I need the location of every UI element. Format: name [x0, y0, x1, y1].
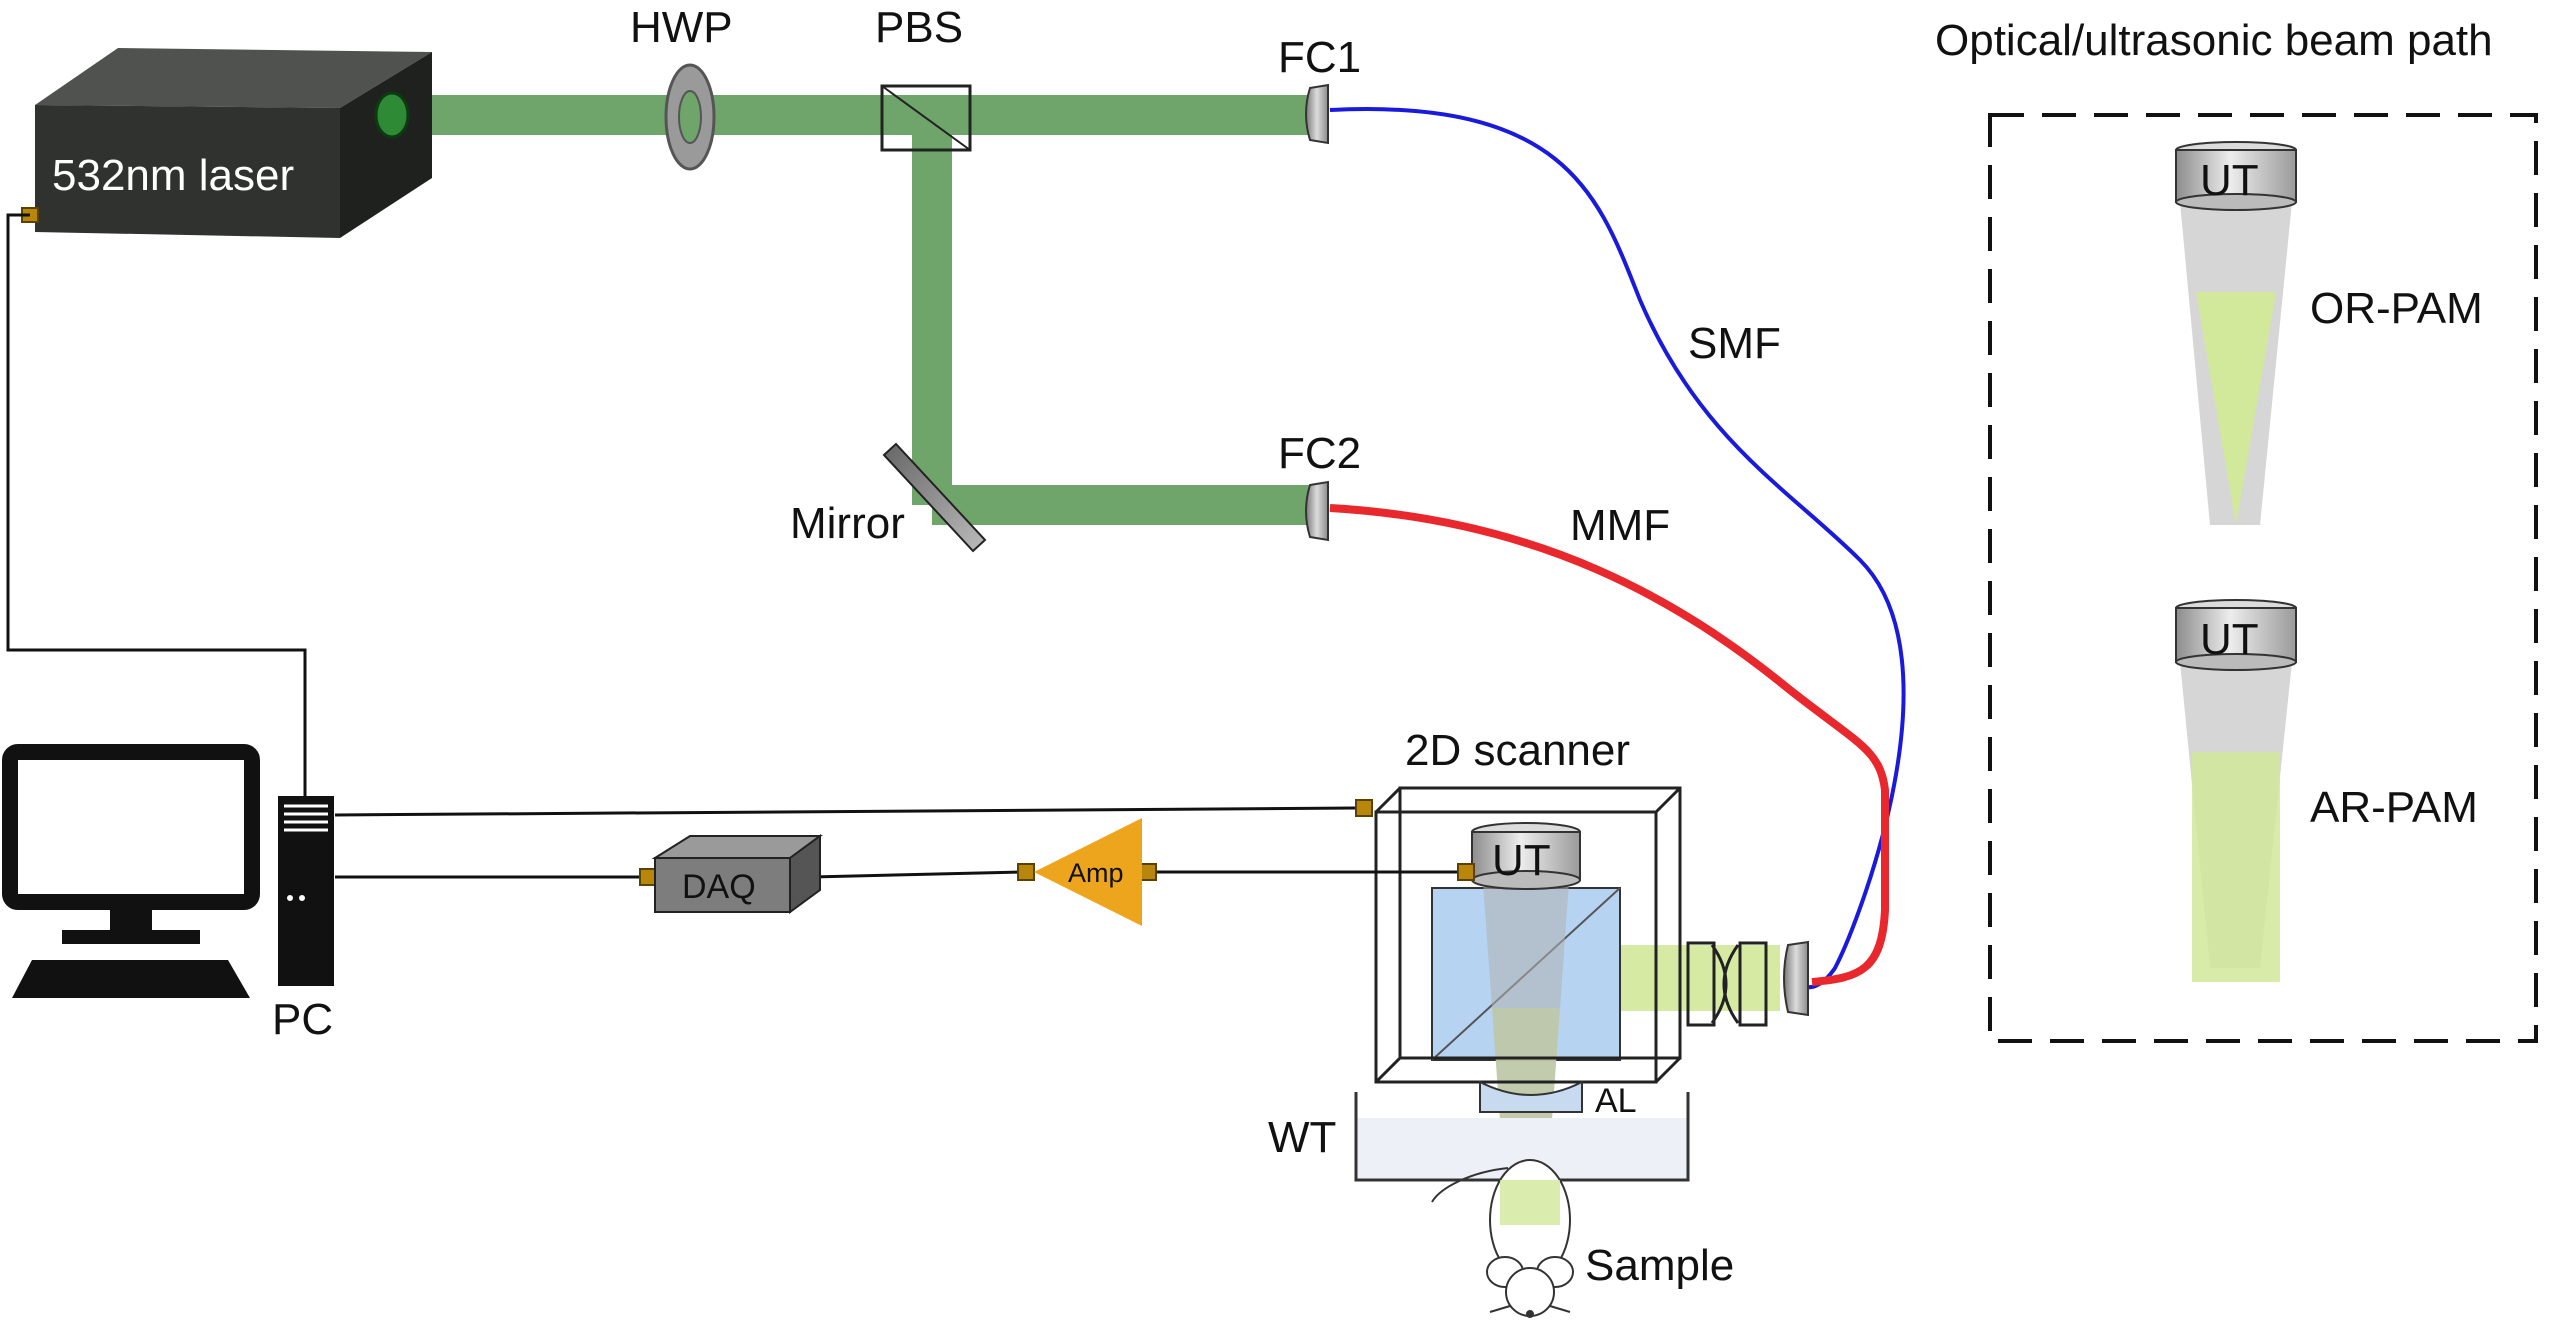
sample-label: Sample — [1585, 1241, 1734, 1290]
fiber-coupler-1: FC1 — [1278, 33, 1361, 145]
beam-to-fc2 — [932, 485, 1310, 525]
ar-ut-bottom — [2175, 653, 2297, 671]
pbs-cube — [880, 84, 972, 152]
laser-source: 532nm laser — [21, 48, 432, 238]
lens-holder-1 — [1686, 941, 1716, 1027]
amp-connector-out — [1139, 863, 1157, 881]
ar-pam-label: AR-PAM — [2310, 783, 2478, 832]
scanner-edge-1 — [1374, 786, 1402, 814]
or-pam-label: OR-PAM — [2310, 284, 2483, 333]
half-wave-plate: HWP — [630, 3, 733, 171]
scanner-edge-2 — [1654, 786, 1682, 814]
fc2-body — [1305, 480, 1329, 542]
lens-2 — [1722, 944, 1740, 1024]
ut-label: UT — [1492, 836, 1551, 885]
daq-box: DAQ — [651, 834, 824, 914]
amplifier: Amp — [1034, 818, 1142, 926]
mouse-tail — [1431, 1167, 1509, 1203]
inset-frame — [1988, 113, 2538, 1043]
monitor-base — [62, 930, 200, 944]
amp-to-daq-cable — [811, 870, 1021, 879]
mouse-nose — [1526, 1310, 1534, 1318]
pc-computer: PC — [2, 744, 334, 1044]
mouse-head — [1505, 1267, 1555, 1317]
ar-optical-beam — [2192, 752, 2280, 982]
inset-title: Optical/ultrasonic beam path — [1935, 16, 2493, 65]
monitor-screen — [2, 744, 260, 910]
scanner-front — [1374, 810, 1658, 1084]
mirror-plate — [882, 442, 987, 553]
tower-icon — [278, 796, 334, 986]
amp-connector-in — [1017, 863, 1035, 881]
wt-label: WT — [1268, 1113, 1336, 1162]
laser-trigger-cable — [6, 213, 307, 800]
scanner-edge-3 — [1654, 1056, 1682, 1084]
scanner-edge-4 — [1374, 1056, 1402, 1084]
fc2-label: FC2 — [1278, 429, 1361, 478]
polarizing-beam-splitter: PBS — [875, 3, 972, 152]
laser-aperture — [374, 91, 410, 139]
daq-label: DAQ — [682, 868, 756, 906]
fc1-label: FC1 — [1278, 33, 1361, 82]
beam-path-inset: Optical/ultrasonic beam path UT OR-PAM U… — [1935, 16, 2538, 1043]
pbs-diagonal — [881, 85, 971, 151]
fc1-body — [1305, 83, 1329, 145]
ar-pam-diagram: UT AR-PAM — [2175, 599, 2478, 982]
or-ut-bottom — [2175, 193, 2297, 211]
tower-led — [287, 895, 293, 901]
amp-triangle — [1034, 818, 1142, 926]
hwp-center — [678, 90, 702, 144]
mirror: Mirror — [790, 442, 987, 553]
smf-label: SMF — [1688, 319, 1781, 368]
mouse-whisker — [1549, 1305, 1571, 1313]
or-optical-cone — [2196, 292, 2276, 525]
scanner-connector — [1355, 799, 1373, 817]
smf-fiber — [1329, 107, 1906, 990]
amp-label: Amp — [1068, 858, 1124, 888]
scanner-frame — [1374, 786, 1682, 1084]
daq-front — [654, 857, 791, 913]
mmf-fiber — [1329, 504, 1889, 986]
monitor-neck — [110, 902, 152, 934]
fiber-output-coupler — [1783, 940, 1809, 1017]
laser-front-face — [35, 105, 340, 238]
ar-ut-label: UT — [2200, 615, 2259, 664]
ut-connector — [1457, 863, 1475, 881]
laser-label: 532nm laser — [52, 151, 294, 200]
monitor-icon — [2, 744, 260, 998]
pc-label: PC — [272, 995, 333, 1044]
laser-beam-path — [415, 95, 1310, 525]
signal-cables — [6, 213, 1458, 879]
beam-on-sample — [1500, 1180, 1560, 1225]
scanner-label: 2D scanner — [1405, 726, 1630, 775]
hwp-label: HWP — [630, 3, 733, 52]
fiber-coupler-2: FC2 — [1278, 429, 1361, 542]
mouse-whisker — [1489, 1305, 1511, 1313]
lens-1 — [1710, 944, 1728, 1024]
tower-body — [278, 796, 334, 986]
or-ut-label: UT — [2200, 156, 2259, 205]
laser-top-face — [35, 48, 432, 108]
scanner-control-cable — [334, 806, 1357, 817]
or-pam-diagram: UT OR-PAM — [2175, 141, 2483, 525]
keyboard — [12, 960, 250, 998]
mmf-label: MMF — [1570, 501, 1670, 550]
ultrasound-transducer: UT — [1471, 822, 1581, 890]
daq-connector-in — [639, 868, 657, 886]
lens-holder-2 — [1738, 941, 1768, 1027]
tower-led — [299, 895, 305, 901]
scanner-back — [1398, 786, 1682, 1060]
beam-vertical — [912, 135, 952, 505]
beam-main — [415, 95, 1310, 135]
acoustic-lens — [1479, 1080, 1583, 1113]
al-label: AL — [1595, 1082, 1637, 1120]
laser-side-face — [340, 52, 432, 238]
mirror-label: Mirror — [790, 499, 905, 548]
pbs-label: PBS — [875, 3, 963, 52]
